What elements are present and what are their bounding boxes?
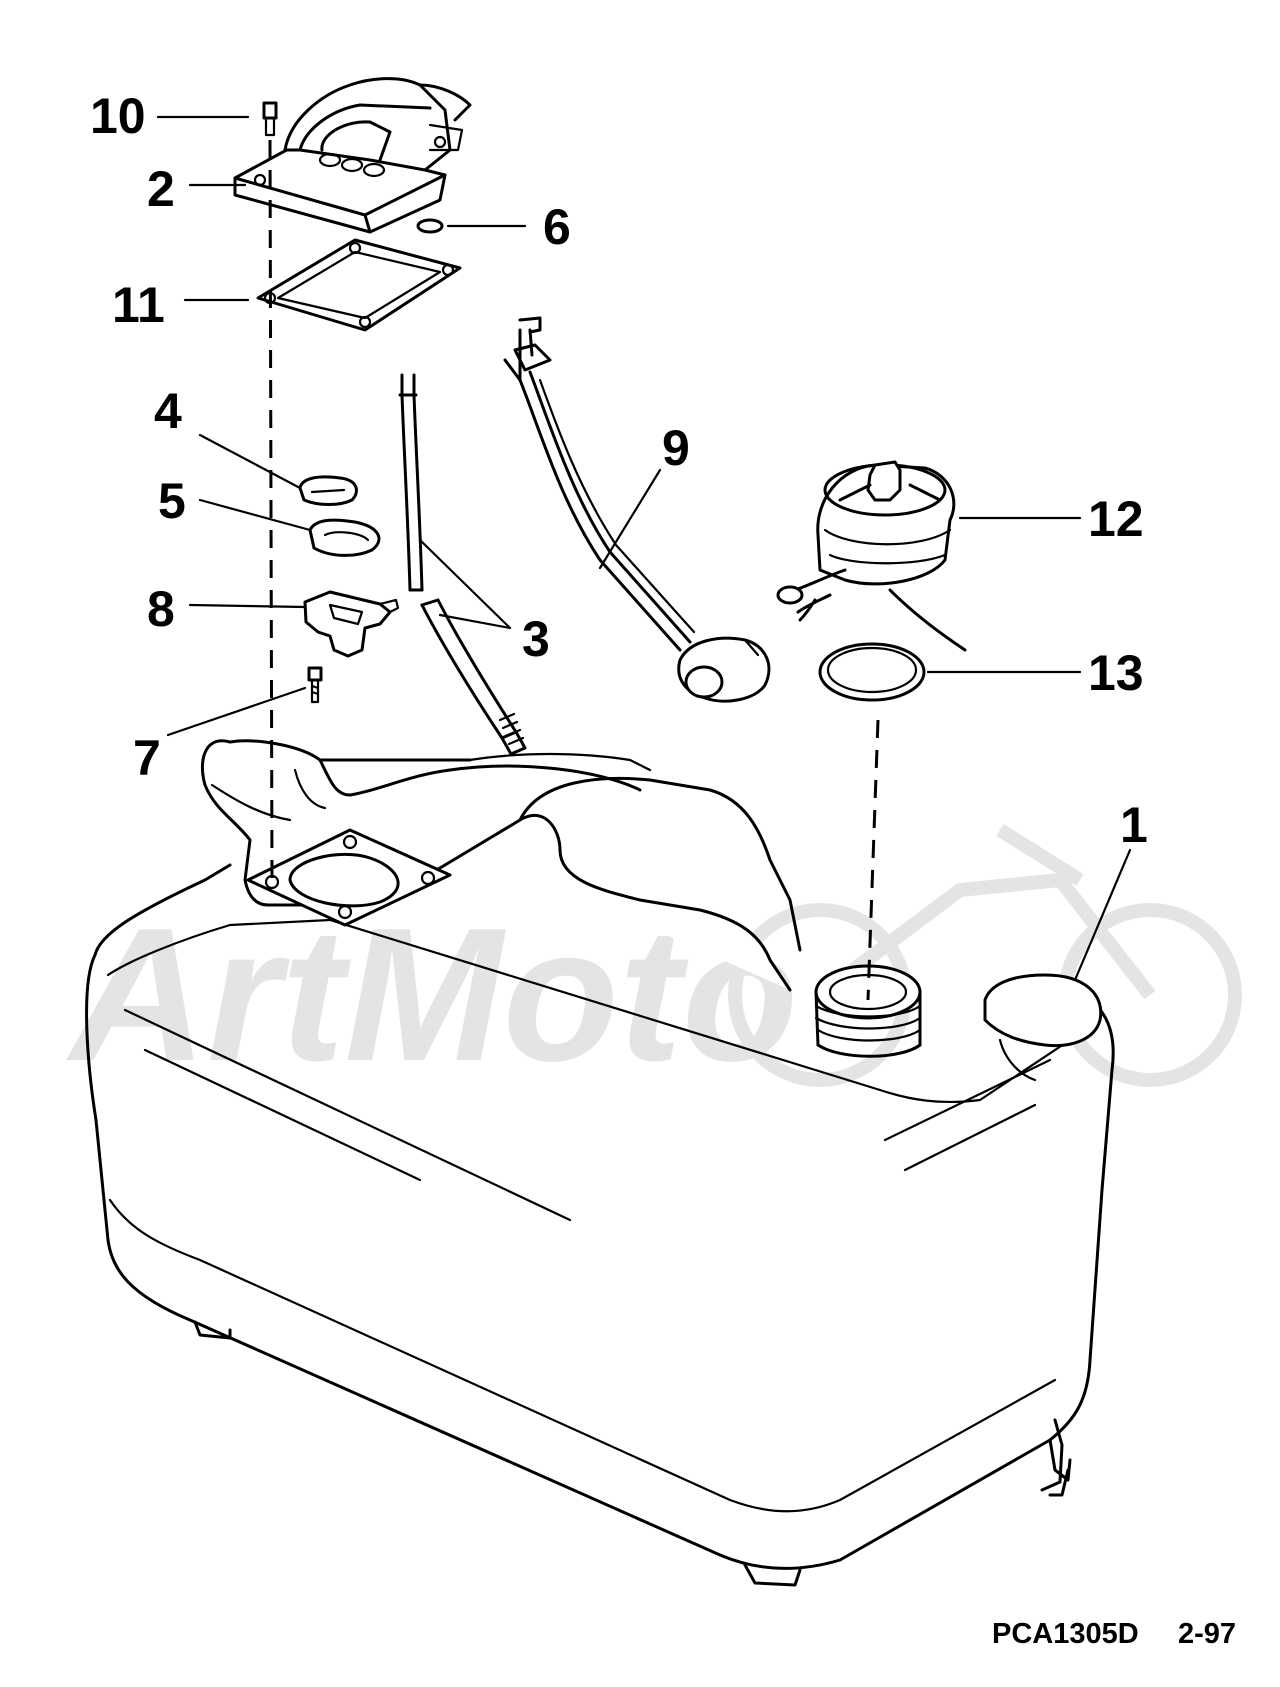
o-ring-13 (818, 642, 926, 702)
float-arm-9 (503, 316, 771, 703)
callout-13: 13 (1088, 645, 1144, 701)
callout-4: 4 (154, 383, 182, 439)
callout-numbers: 10 2 6 11 4 5 8 7 3 9 12 13 1 (90, 88, 1148, 853)
callout-6: 6 (543, 199, 571, 255)
filler-neck (814, 964, 922, 1058)
gasket-11 (256, 238, 462, 332)
callout-3: 3 (522, 611, 550, 667)
callout-10: 10 (90, 88, 146, 144)
leader-lines (156, 115, 1132, 982)
callout-7: 7 (133, 730, 161, 786)
plate-4 (298, 475, 358, 506)
fuel-tank (85, 739, 1115, 1587)
o-ring-6 (416, 218, 444, 234)
callout-1: 1 (1120, 797, 1148, 853)
bracket-8 (303, 590, 400, 658)
watermark: ArtMoto (66, 824, 1242, 1101)
screw-10 (262, 101, 278, 137)
callout-8: 8 (147, 581, 175, 637)
reference-code: PCA1305D (992, 1618, 1139, 1650)
fuel-gauge-head-2 (233, 77, 472, 234)
assembly-line-gauge (268, 139, 274, 881)
filler-cap-12 (776, 460, 967, 652)
reference-label: PCA1305D 2-97 (992, 1618, 1236, 1650)
callout-12: 12 (1088, 491, 1144, 547)
callout-2: 2 (147, 161, 175, 217)
callout-9: 9 (662, 420, 690, 476)
tubes-3 (398, 373, 527, 756)
callout-11: 11 (112, 277, 165, 333)
assembly-line-filler (866, 719, 880, 1001)
callout-5: 5 (158, 473, 186, 529)
reference-date: 2-97 (1178, 1618, 1236, 1650)
motorcycle-watermark-icon (728, 824, 1242, 1087)
seal-5 (308, 518, 381, 557)
screw-7 (307, 666, 323, 704)
